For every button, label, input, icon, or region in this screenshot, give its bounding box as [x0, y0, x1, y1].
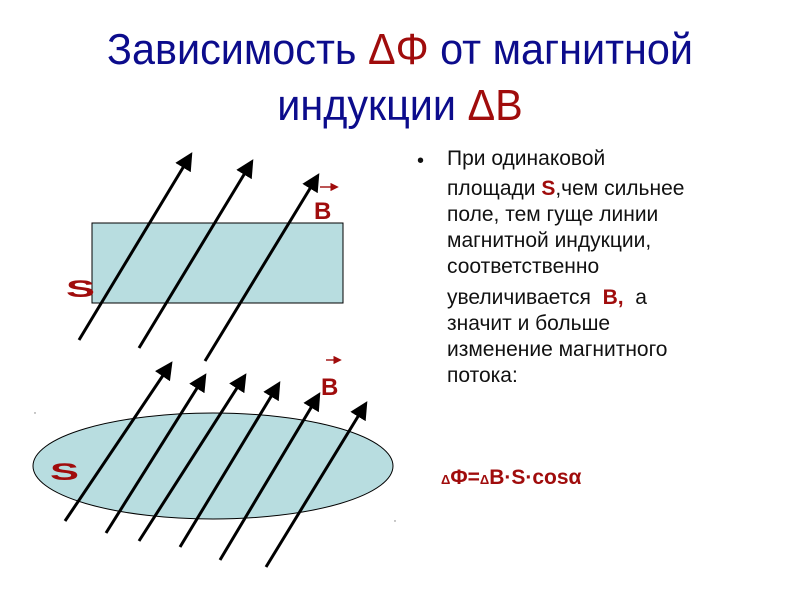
area-rectangle [91, 222, 344, 304]
bullet-marker: • [417, 150, 425, 172]
field-line-arrow [63, 361, 173, 522]
bullet-line: изменение магнитного [447, 338, 668, 361]
bullet-line: значит и больше [447, 312, 611, 335]
slide-title: Зависимость ΔΦ от магнитной индукции ΔB [24, 22, 776, 134]
delta-phi-symbol: ΔΦ [367, 25, 429, 74]
bullet-line: увеличивается B, а [447, 286, 647, 309]
title-line-2: индукции ΔB [277, 81, 523, 130]
area-label-s: S [66, 276, 95, 303]
bullet-line: магнитной индукции, [447, 229, 652, 252]
field-line-arrow [203, 173, 320, 362]
field-symbol-b: B, [602, 286, 624, 309]
stray-dot [34, 412, 36, 414]
stray-dot [394, 520, 396, 522]
bullet-line: соответственно [447, 255, 600, 278]
title-line-1: Зависимость ΔΦ от магнитной [107, 25, 693, 74]
bottom-diagram: S B [32, 355, 396, 568]
vector-b-label-bottom: B [321, 355, 342, 401]
bullet-line: При одинаковой [447, 147, 606, 170]
bullet-line: потока: [447, 364, 518, 387]
vector-b-label-top: B [314, 182, 339, 225]
flux-change-formula: ΔΦ=ΔB·S·cosα [441, 466, 582, 489]
field-lines-bottom [63, 361, 368, 568]
bullet-line: площади S,чем сильнее [447, 177, 685, 200]
area-ellipse [32, 412, 394, 520]
field-line-arrow [77, 152, 193, 341]
field-line-arrow [137, 159, 254, 349]
bullet-line: поле, тем гуще линии [447, 203, 659, 226]
field-line-arrow [178, 381, 281, 548]
top-diagram: S B [66, 152, 344, 362]
field-line-arrow [104, 373, 207, 534]
area-symbol-s: S [541, 177, 556, 200]
field-lines-top [77, 152, 320, 362]
field-label-b: B [314, 198, 331, 225]
field-line-arrow [137, 373, 247, 542]
field-line-arrow [264, 401, 368, 568]
area-label-s: S [50, 459, 79, 486]
field-line-arrow [218, 392, 321, 561]
bullet-text: При одинаковой площади S,чем сильнее пол… [447, 146, 787, 389]
delta-symbol: Δ [479, 472, 490, 487]
delta-b-symbol: ΔB [467, 81, 523, 130]
field-label-b: B [321, 374, 338, 401]
delta-symbol: Δ [441, 472, 451, 487]
